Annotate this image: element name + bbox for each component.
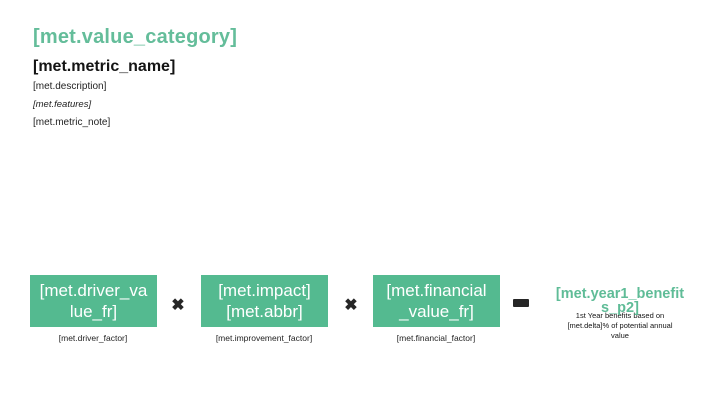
year1-benefits-value: [met.year1_benefits_p2]	[555, 286, 685, 316]
multiply-icon: ✖	[344, 297, 358, 314]
financial-value-box: [met.financial_value_fr]	[373, 275, 500, 327]
financial-factor-label: [met.financial_factor]	[396, 333, 476, 343]
financial-value-text: [met.financial_value_fr]	[386, 281, 487, 321]
metric-name-heading: [met.metric_name]	[33, 58, 176, 75]
impact-value-box: [met.impact] [met.abbr]	[201, 275, 328, 327]
metric-description: [met.description]	[33, 81, 107, 92]
multiply-icon: ✖	[171, 297, 185, 314]
driver-value-box: [met.driver_value_fr]	[30, 275, 157, 327]
abbr-line: [met.abbr]	[226, 302, 303, 321]
metric-note: [met.metric_note]	[33, 117, 111, 128]
driver-value-text: [met.driver_value_fr]	[39, 281, 148, 321]
improvement-factor-label: [met.improvement_factor]	[215, 333, 313, 343]
driver-factor-label: [met.driver_factor]	[58, 333, 128, 343]
metric-features: [met.features]	[33, 99, 92, 110]
equals-icon	[513, 299, 529, 307]
impact-value-text: [met.impact] [met.abbr]	[210, 280, 319, 322]
impact-line: [met.impact]	[218, 281, 311, 300]
year1-benefits-note: 1st Year benefits based on [met.delta]% …	[567, 311, 673, 340]
value-category-title: [met.value_category]	[33, 26, 238, 48]
